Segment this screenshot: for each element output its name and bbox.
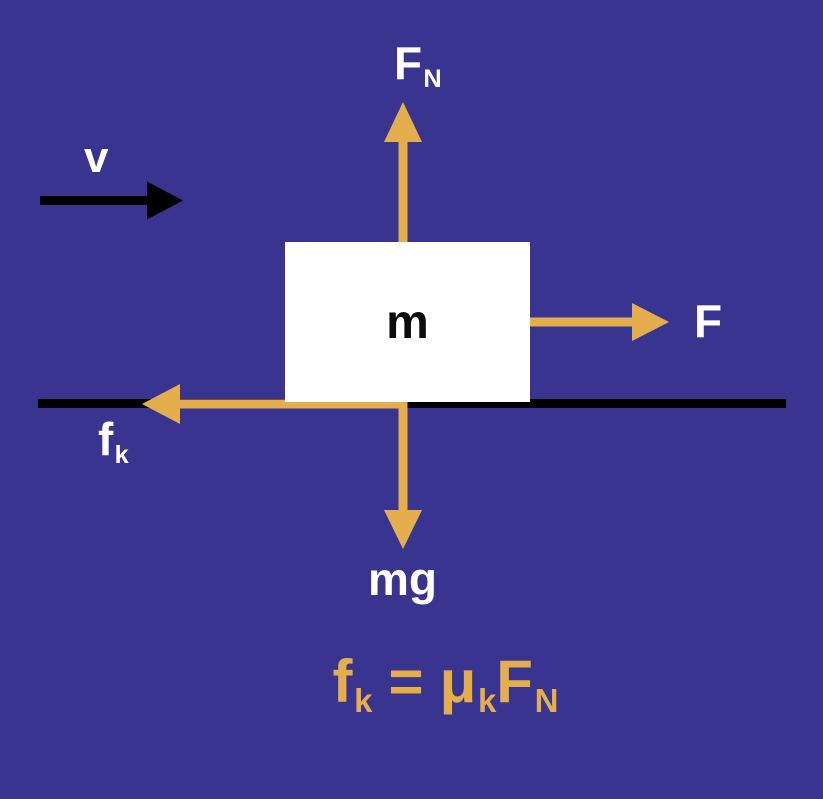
weight-label-text: mg <box>368 553 437 605</box>
friction-label: fk <box>98 413 129 467</box>
normal-force-label-sub: N <box>423 64 442 93</box>
weight-arrow-shaft <box>398 402 408 514</box>
applied-force-label: F <box>694 298 722 344</box>
friction-arrow-shaft <box>176 399 406 409</box>
friction-formula: fk=μkFN <box>0 652 823 717</box>
velocity-label: v <box>84 136 108 180</box>
normal-force-arrow <box>384 102 422 248</box>
applied-force-arrowhead <box>632 303 669 341</box>
formula-rhs-sub: N <box>534 681 559 719</box>
normal-force-label-main: F <box>394 37 423 89</box>
friction-arrow <box>142 384 406 424</box>
normal-force-label: FN <box>394 37 442 91</box>
mass-label: m <box>386 295 429 349</box>
mass-block: m <box>285 242 530 402</box>
weight-label: mg <box>368 556 437 602</box>
velocity-arrowhead <box>147 181 183 220</box>
normal-force-arrow-shaft <box>398 136 408 248</box>
surface-line <box>38 399 786 408</box>
weight-arrowhead <box>384 510 422 549</box>
formula-rhs-main: F <box>496 648 533 715</box>
applied-force-label-text: F <box>694 295 723 347</box>
applied-force-arrow-shaft <box>528 317 636 327</box>
applied-force-arrow <box>528 303 669 341</box>
formula-lhs-sub: k <box>354 681 373 719</box>
weight-arrow <box>384 402 422 549</box>
velocity-arrow-shaft <box>40 196 152 205</box>
formula-lhs-main: f <box>332 648 353 715</box>
velocity-label-text: v <box>84 133 109 182</box>
velocity-arrow <box>40 181 183 220</box>
normal-force-arrowhead <box>384 102 422 142</box>
formula-equals: = <box>388 648 424 715</box>
formula-mu: μ <box>439 648 477 715</box>
friction-label-sub: k <box>114 440 129 469</box>
friction-arrowhead <box>142 384 180 424</box>
formula-mu-sub: k <box>477 681 497 719</box>
friction-label-main: f <box>98 413 114 465</box>
